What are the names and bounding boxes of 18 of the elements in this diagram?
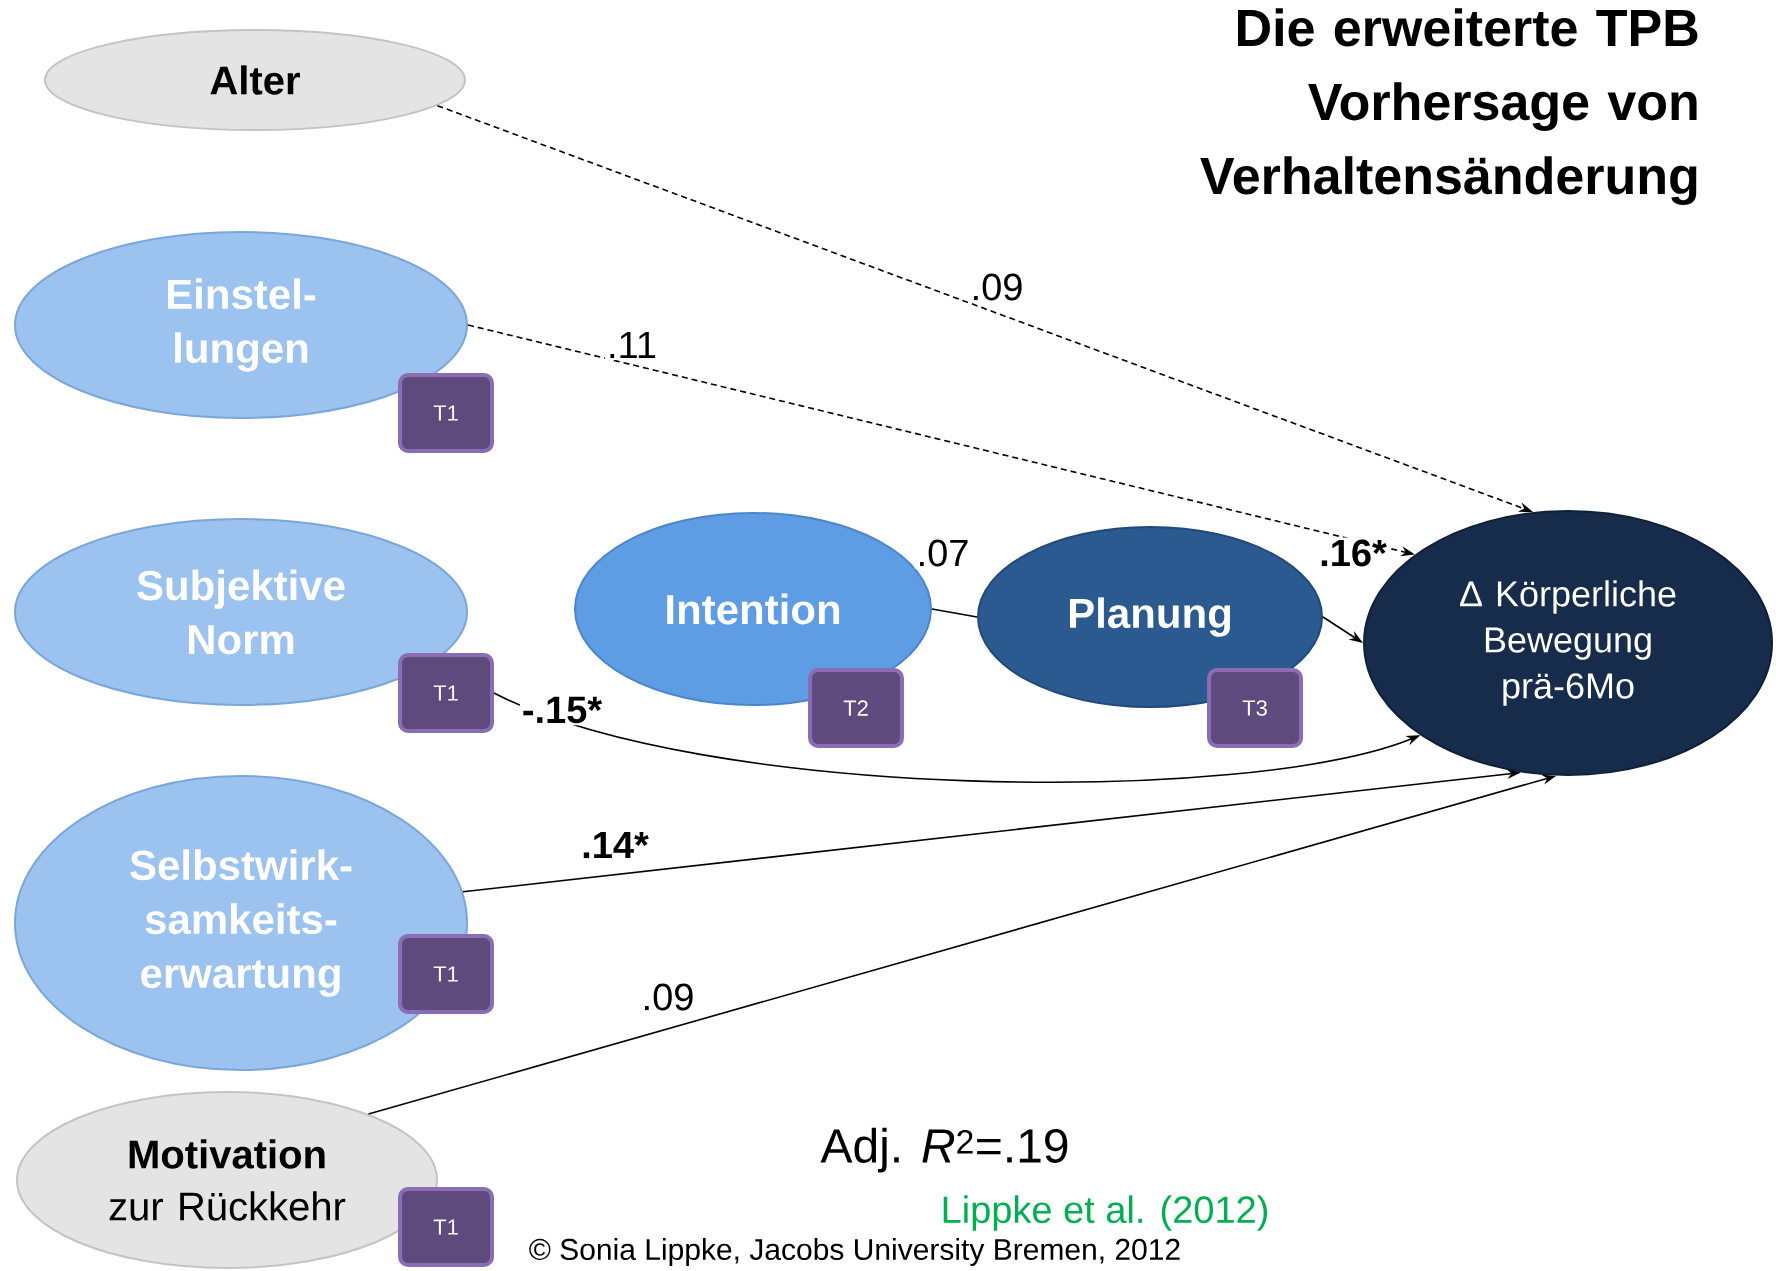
edge-label: -.15*: [519, 694, 605, 726]
time-badge: T1: [398, 1187, 494, 1267]
edge-label: .11: [605, 329, 659, 361]
edge-label: .07: [914, 537, 972, 569]
time-badge: T3: [1207, 668, 1303, 748]
time-badge: T1: [398, 653, 494, 733]
citation: Lippke et al. (2012): [943, 1195, 1267, 1231]
time-badge: T2: [808, 668, 904, 748]
time-badge: T1: [398, 373, 494, 453]
ellipse-node: Alter: [44, 29, 466, 131]
fit-statistic: Adj. R$^{2}$=.19: [820, 1127, 1068, 1173]
edge-label: .14*: [579, 829, 651, 861]
edge-label: .09: [639, 981, 697, 1013]
title: Die erweiterte TPB Vorhersage von Verhaltensänderung: [1200, 8, 1698, 205]
copyright-note: © Sonia Lippke, Jacobs University Bremen, 2012: [529, 1238, 1180, 1266]
edge-label: .16*: [1317, 537, 1389, 569]
edge-label: .09: [968, 271, 1026, 303]
time-badge: T1: [398, 934, 494, 1014]
